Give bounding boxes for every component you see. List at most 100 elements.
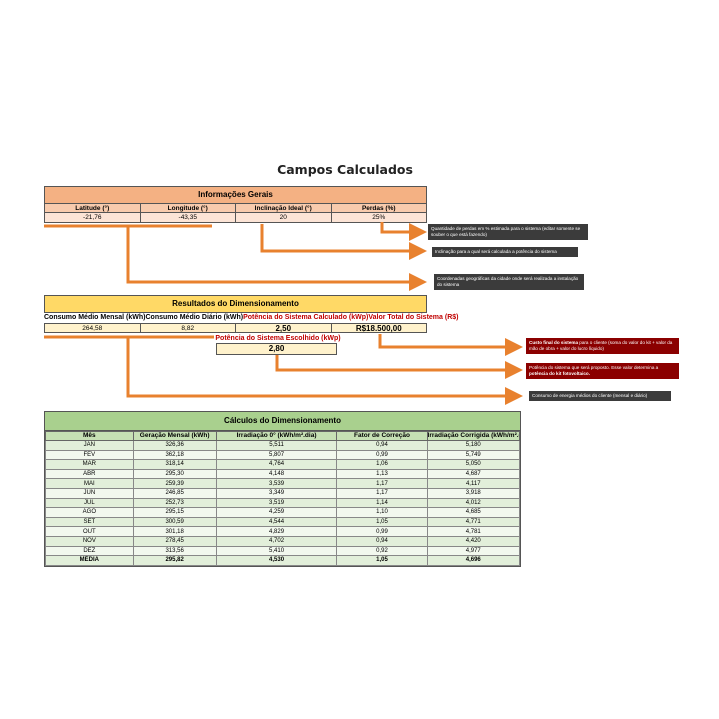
table-cell[interactable]: 3,918: [426, 487, 521, 499]
media-cell[interactable]: 4,696: [426, 555, 521, 566]
table-cell[interactable]: NOV: [45, 535, 134, 547]
longitude-label: Longitude (°): [141, 204, 236, 212]
table-cell[interactable]: 0,92: [336, 545, 428, 557]
table-cell[interactable]: JAN: [45, 440, 134, 451]
valor-total-value[interactable]: R$18.500,00: [355, 324, 402, 333]
table-cell[interactable]: 4,544: [215, 516, 338, 528]
table-cell[interactable]: OUT: [45, 526, 134, 537]
col-irradiacao-corrigida: Irradiação Corrigida (kWh/m².dia): [426, 431, 521, 441]
table-cell[interactable]: SET: [45, 516, 134, 528]
table-cell[interactable]: 1,05: [336, 516, 428, 528]
table-cell[interactable]: 0,94: [336, 440, 428, 451]
table-cell[interactable]: FEV: [45, 449, 134, 461]
potencia-escolhida-value[interactable]: 2,80: [216, 343, 337, 355]
table-cell[interactable]: 1,13: [336, 468, 428, 480]
valor-total-label: Valor Total do Sistema (R$): [368, 314, 459, 321]
table-cell[interactable]: MAR: [45, 459, 134, 470]
table-cell[interactable]: AGO: [45, 507, 134, 518]
table-cell[interactable]: 5,749: [426, 449, 521, 461]
table-cell[interactable]: 4,829: [215, 526, 338, 537]
arrow-perdas: [380, 222, 427, 241]
table-cell[interactable]: 4,117: [426, 478, 521, 489]
table-cell[interactable]: 3,519: [215, 497, 338, 509]
table-cell[interactable]: 259,39: [132, 478, 217, 489]
table-cell[interactable]: 4,771: [426, 516, 521, 528]
table-cell[interactable]: 4,781: [426, 526, 521, 537]
table-cell[interactable]: 4,702: [215, 535, 338, 547]
table-cell[interactable]: 0,99: [336, 449, 428, 461]
table-cell[interactable]: 4,259: [215, 507, 338, 518]
table-cell[interactable]: DEZ: [45, 545, 134, 557]
note-custo: Custo final do sistema para o cliente (s…: [526, 338, 679, 354]
table-cell[interactable]: 301,18: [132, 526, 217, 537]
table-cell[interactable]: 0,99: [336, 526, 428, 537]
table-cell[interactable]: 4,685: [426, 507, 521, 518]
table-cell[interactable]: 1,17: [336, 478, 428, 489]
media-cell[interactable]: MÉDIA: [45, 555, 134, 566]
table-cell[interactable]: 313,56: [132, 545, 217, 557]
potencia-calculada-value[interactable]: 2,50: [236, 324, 332, 333]
table-cell[interactable]: 5,180: [426, 440, 521, 451]
informacoes-gerais-table: Informações Gerais Latitude (°) Longitud…: [44, 186, 427, 223]
table-cell[interactable]: 295,15: [132, 507, 217, 518]
consumo-diario-value[interactable]: 8,82: [141, 324, 236, 332]
table-cell[interactable]: 3,349: [215, 487, 338, 499]
note-consumo: Consumo de energia médios do cliente (me…: [529, 391, 671, 401]
table-cell[interactable]: 4,012: [426, 497, 521, 509]
page-title: Campos Calculados: [277, 162, 413, 177]
note-inclinacao: Inclinação para a qual será calculada a …: [432, 247, 578, 257]
table-cell[interactable]: 4,420: [426, 535, 521, 547]
informacoes-gerais-title: Informações Gerais: [45, 187, 426, 204]
inclinacao-value[interactable]: 20: [236, 213, 332, 222]
table-cell[interactable]: MAI: [45, 478, 134, 489]
table-cell[interactable]: 1,10: [336, 507, 428, 518]
table-cell[interactable]: JUN: [45, 487, 134, 499]
consumo-mensal-value[interactable]: 264,58: [45, 324, 141, 332]
col-mes: Mês: [45, 431, 134, 441]
table-cell[interactable]: 5,511: [215, 440, 338, 451]
consumo-mensal-label: Consumo Médio Mensal (kWh): [44, 314, 146, 321]
table-cell[interactable]: 5,410: [215, 545, 338, 557]
resultados-values: 264,58 8,82 2,50 R$18.500,00: [44, 323, 427, 333]
table-cell[interactable]: 295,30: [132, 468, 217, 480]
table-cell[interactable]: 278,45: [132, 535, 217, 547]
table-cell[interactable]: 4,687: [426, 468, 521, 480]
table-cell[interactable]: 4,764: [215, 459, 338, 470]
table-cell[interactable]: 1,14: [336, 497, 428, 509]
table-cell[interactable]: 4,148: [215, 468, 338, 480]
table-cell[interactable]: 1,17: [336, 487, 428, 499]
table-cell[interactable]: 252,73: [132, 497, 217, 509]
table-cell[interactable]: 5,050: [426, 459, 521, 470]
table-cell[interactable]: 3,539: [215, 478, 338, 489]
table-cell[interactable]: 326,36: [132, 440, 217, 451]
calculos-title: Cálculos do Dimensionamento: [45, 412, 520, 431]
media-cell[interactable]: 295,82: [132, 555, 217, 566]
arrow-custo: [378, 334, 523, 356]
note-potencia: Potência do sistema que será proposto. E…: [526, 363, 679, 379]
table-cell[interactable]: 318,14: [132, 459, 217, 470]
latitude-value[interactable]: -21,76: [45, 213, 141, 222]
table-cell[interactable]: 5,807: [215, 449, 338, 461]
arrow-inclinacao: [260, 224, 427, 260]
table-cell[interactable]: JUL: [45, 497, 134, 509]
potencia-escolhida-label: Potência do Sistema Escolhido (kWp): [215, 335, 341, 342]
table-cell[interactable]: 246,85: [132, 487, 217, 499]
media-cell[interactable]: 1,05: [336, 555, 428, 566]
table-cell[interactable]: 0,94: [336, 535, 428, 547]
table-cell[interactable]: ABR: [45, 468, 134, 480]
longitude-value[interactable]: -43,35: [141, 213, 236, 222]
table-cell[interactable]: 300,59: [132, 516, 217, 528]
table-cell[interactable]: 362,18: [132, 449, 217, 461]
table-cell[interactable]: 1,06: [336, 459, 428, 470]
perdas-value[interactable]: 25%: [372, 214, 386, 221]
media-cell[interactable]: 4,530: [215, 555, 338, 566]
table-cell[interactable]: 4,977: [426, 545, 521, 557]
